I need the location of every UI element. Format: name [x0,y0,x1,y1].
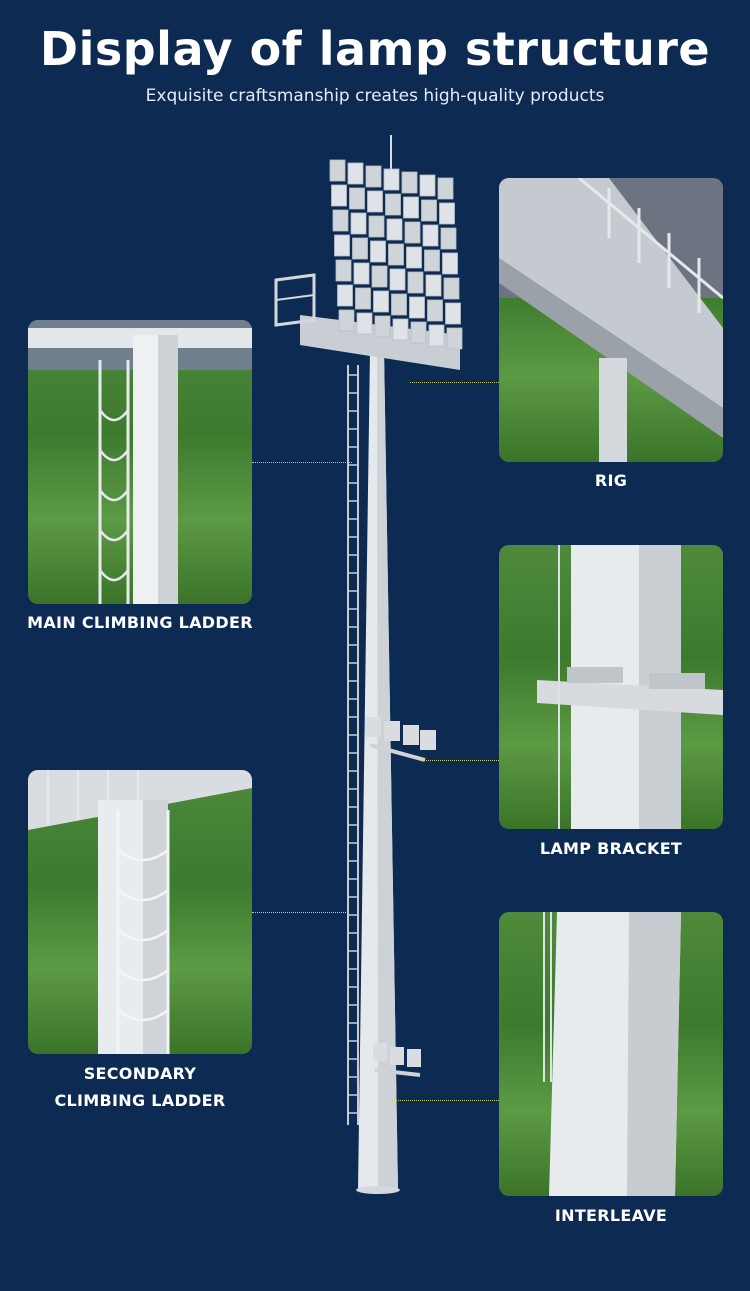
floodlight [407,271,424,294]
floodlight [439,202,455,225]
floodlight [440,227,457,250]
floodlight [367,190,383,213]
floodlight [442,252,458,275]
floodlight [419,174,436,197]
floodlight [365,165,382,188]
floodlight [406,246,422,269]
rig-leader-line [410,382,499,383]
floodlight [428,324,445,347]
floodlight [355,287,371,310]
floodlight [370,240,386,263]
page-title: Display of lamp structure [39,22,711,76]
floodlight [347,162,364,185]
floodlight [425,274,442,297]
floodlight [356,312,373,335]
secondary-ladder-caption: SECONDARY CLIMBING LADDER [18,1060,262,1114]
lamp-bracket-leader-line [420,760,499,761]
floodlight [383,168,400,191]
floodlight [443,277,460,300]
rig-caption: RIG [594,471,628,490]
floodlight [437,177,454,200]
floodlight [445,302,461,325]
rig-photo [499,178,723,462]
floodlight [352,237,368,260]
floodlight [332,209,349,232]
floodlight [329,159,346,182]
floodlight [388,243,404,266]
floodlight [409,296,425,319]
floodlight [391,293,407,316]
floodlight [424,249,440,272]
floodlight [427,299,443,322]
main-ladder-caption: MAIN CLIMBING LADDER [27,613,253,632]
floodlight [385,193,401,216]
floodlight [331,184,347,207]
floodlight [389,268,406,291]
floodlight [422,224,439,247]
lamp-bracket-caption: LAMP BRACKET [539,839,683,858]
secondary-ladder-caption-line2: CLIMBING LADDER [54,1091,226,1110]
floodlight [374,315,391,338]
floodlight [403,196,419,219]
floodlight [338,309,355,332]
floodlight [421,199,437,222]
floodlight [337,284,353,307]
floodlight [386,218,403,241]
lamp-bracket-photo [499,545,723,829]
secondary-ladder-caption-line1: SECONDARY [83,1064,197,1083]
interleave-leader-line [392,1100,499,1101]
floodlight [401,171,418,194]
floodlight [335,259,352,282]
interleave-caption: INTERLEAVE [554,1206,668,1225]
floodlight [371,265,388,288]
floodlight [353,262,370,285]
floodlight [350,212,367,235]
secondary-ladder-leader-line [252,912,348,913]
floodlight [373,290,389,313]
floodlight [349,187,365,210]
interleave-photo [499,912,723,1196]
page-subtitle: Exquisite craftsmanship creates high-qua… [145,86,605,106]
floodlight [446,327,463,350]
floodlight [368,215,385,238]
floodlight [404,221,421,244]
main-ladder-photo [28,320,252,604]
main-ladder-leader-line [252,462,352,463]
floodlight [392,318,409,341]
floodlight [334,234,350,257]
high-mast-pole-illustration [274,135,463,1194]
floodlight [410,321,427,344]
secondary-ladder-photo [28,770,252,1054]
